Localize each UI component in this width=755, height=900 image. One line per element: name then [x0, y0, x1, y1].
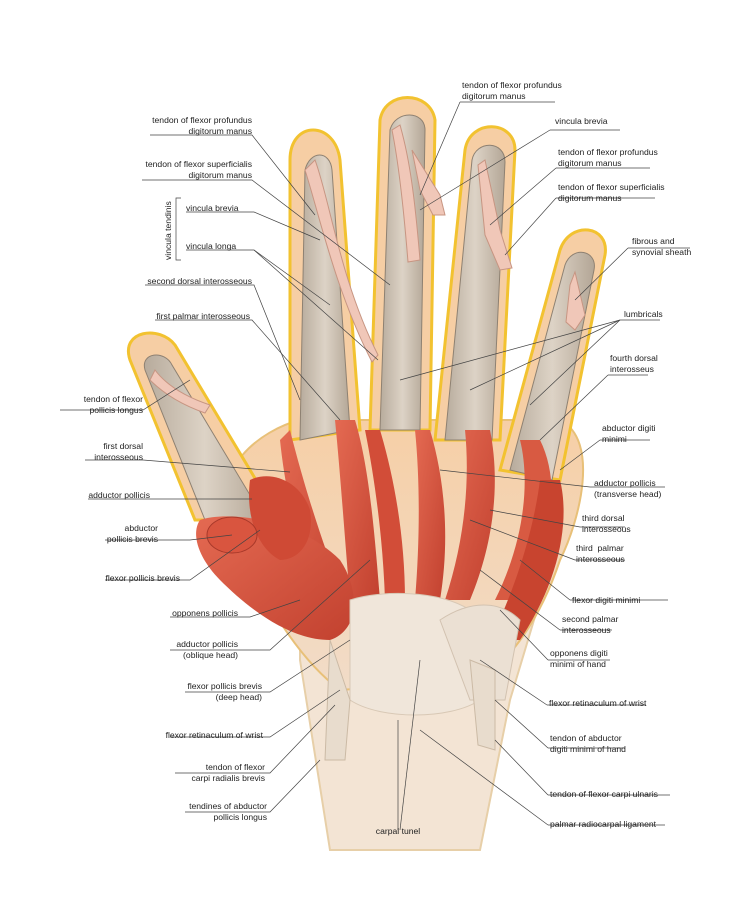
label-vincula-brevia-left: vincula brevia: [186, 203, 239, 213]
label-abductor-pollicis-brevis: abductor pollicis brevis: [106, 523, 158, 544]
label-tendon-abductor-digiti-minimi: tendon of abductor digiti minimi of hand: [550, 733, 626, 754]
label-third-palmar-interosseous: third palmar interosseous: [576, 543, 625, 564]
label-tendon-flexor-profundus-left: tendon of flexor profundus digitorum man…: [152, 115, 252, 136]
label-flexor-retinaculum-left: flexor retinaculum of wrist: [165, 730, 263, 740]
label-third-dorsal-interosseous: third dorsal interosseous: [582, 513, 631, 534]
label-adductor-pollicis: adductor pollicis: [88, 490, 150, 500]
label-first-palmar-interosseous: first palmar interosseous: [156, 311, 250, 321]
label-vincula-brevia-right: vincula brevia: [555, 116, 608, 126]
label-first-dorsal-interosseous: first dorsal interosseous: [94, 441, 143, 462]
label-second-palmar-interosseous: second palmar interosseous: [562, 614, 619, 635]
label-tendon-flexor-profundus-right: tendon of flexor profundus digitorum man…: [558, 147, 658, 168]
profundus-tendons: [149, 124, 586, 414]
label-flexor-digiti-minimi: flexor digiti minimi: [572, 595, 641, 605]
label-carpal-tunel: carpal tunel: [375, 826, 421, 836]
label-tendon-flexor-pollicis-longus: tendon of flexor pollicis longus: [83, 394, 143, 415]
label-fourth-dorsal-interosseus: fourth dorsal interosseus: [610, 353, 658, 374]
label-vincula-longa: vincula longa: [186, 241, 237, 251]
label-lumbricals: lumbricals: [624, 309, 663, 319]
label-opponens-digiti-minimi: opponens digiti minimi of hand: [550, 648, 608, 669]
label-tendon-flexor-superficialis-right: tendon of flexor superficialis digitorum…: [558, 182, 665, 203]
label-palmar-radiocarpal-ligament: palmar radiocarpal ligament: [550, 819, 657, 829]
label-tendon-flexor-carpi-radialis: tendon of flexor carpi radialis brevis: [191, 762, 265, 783]
label-vincula-tendinis: vincula tendinis: [163, 201, 173, 260]
label-abductor-digiti-minimi: abductor digiti minimi: [602, 423, 656, 444]
label-opponens-pollicis: opponens pollicis: [172, 608, 238, 618]
label-adductor-pollicis-transverse: adductor pollicis (transverse head): [594, 478, 662, 499]
label-second-dorsal-interosseous: second dorsal interosseous: [147, 276, 252, 286]
wrist-fascia: [324, 592, 521, 761]
label-flexor-pollicis-brevis-deep: flexor pollicis brevis (deep head): [187, 681, 262, 702]
label-flexor-pollicis-brevis: flexor pollicis brevis: [105, 573, 180, 583]
label-tendon-flexor-profundus-top: tendon of flexor profundus digitorum man…: [462, 80, 562, 101]
label-adductor-pollicis-oblique: adductor pollicis (oblique head): [176, 639, 238, 660]
label-flexor-retinaculum-right: flexor retinaculum of wrist: [549, 698, 647, 708]
label-tendon-flexor-superficialis-left: tendon of flexor superficialis digitorum…: [145, 159, 252, 180]
label-tendines-abductor-pollicis-longus: tendines of abductor pollicis longus: [189, 801, 267, 822]
label-fibrous-synovial-sheath: fibrous and synovial sheath: [632, 236, 692, 257]
label-tendon-flexor-carpi-ulnaris: tendon of flexor carpi ulnaris: [550, 789, 658, 799]
